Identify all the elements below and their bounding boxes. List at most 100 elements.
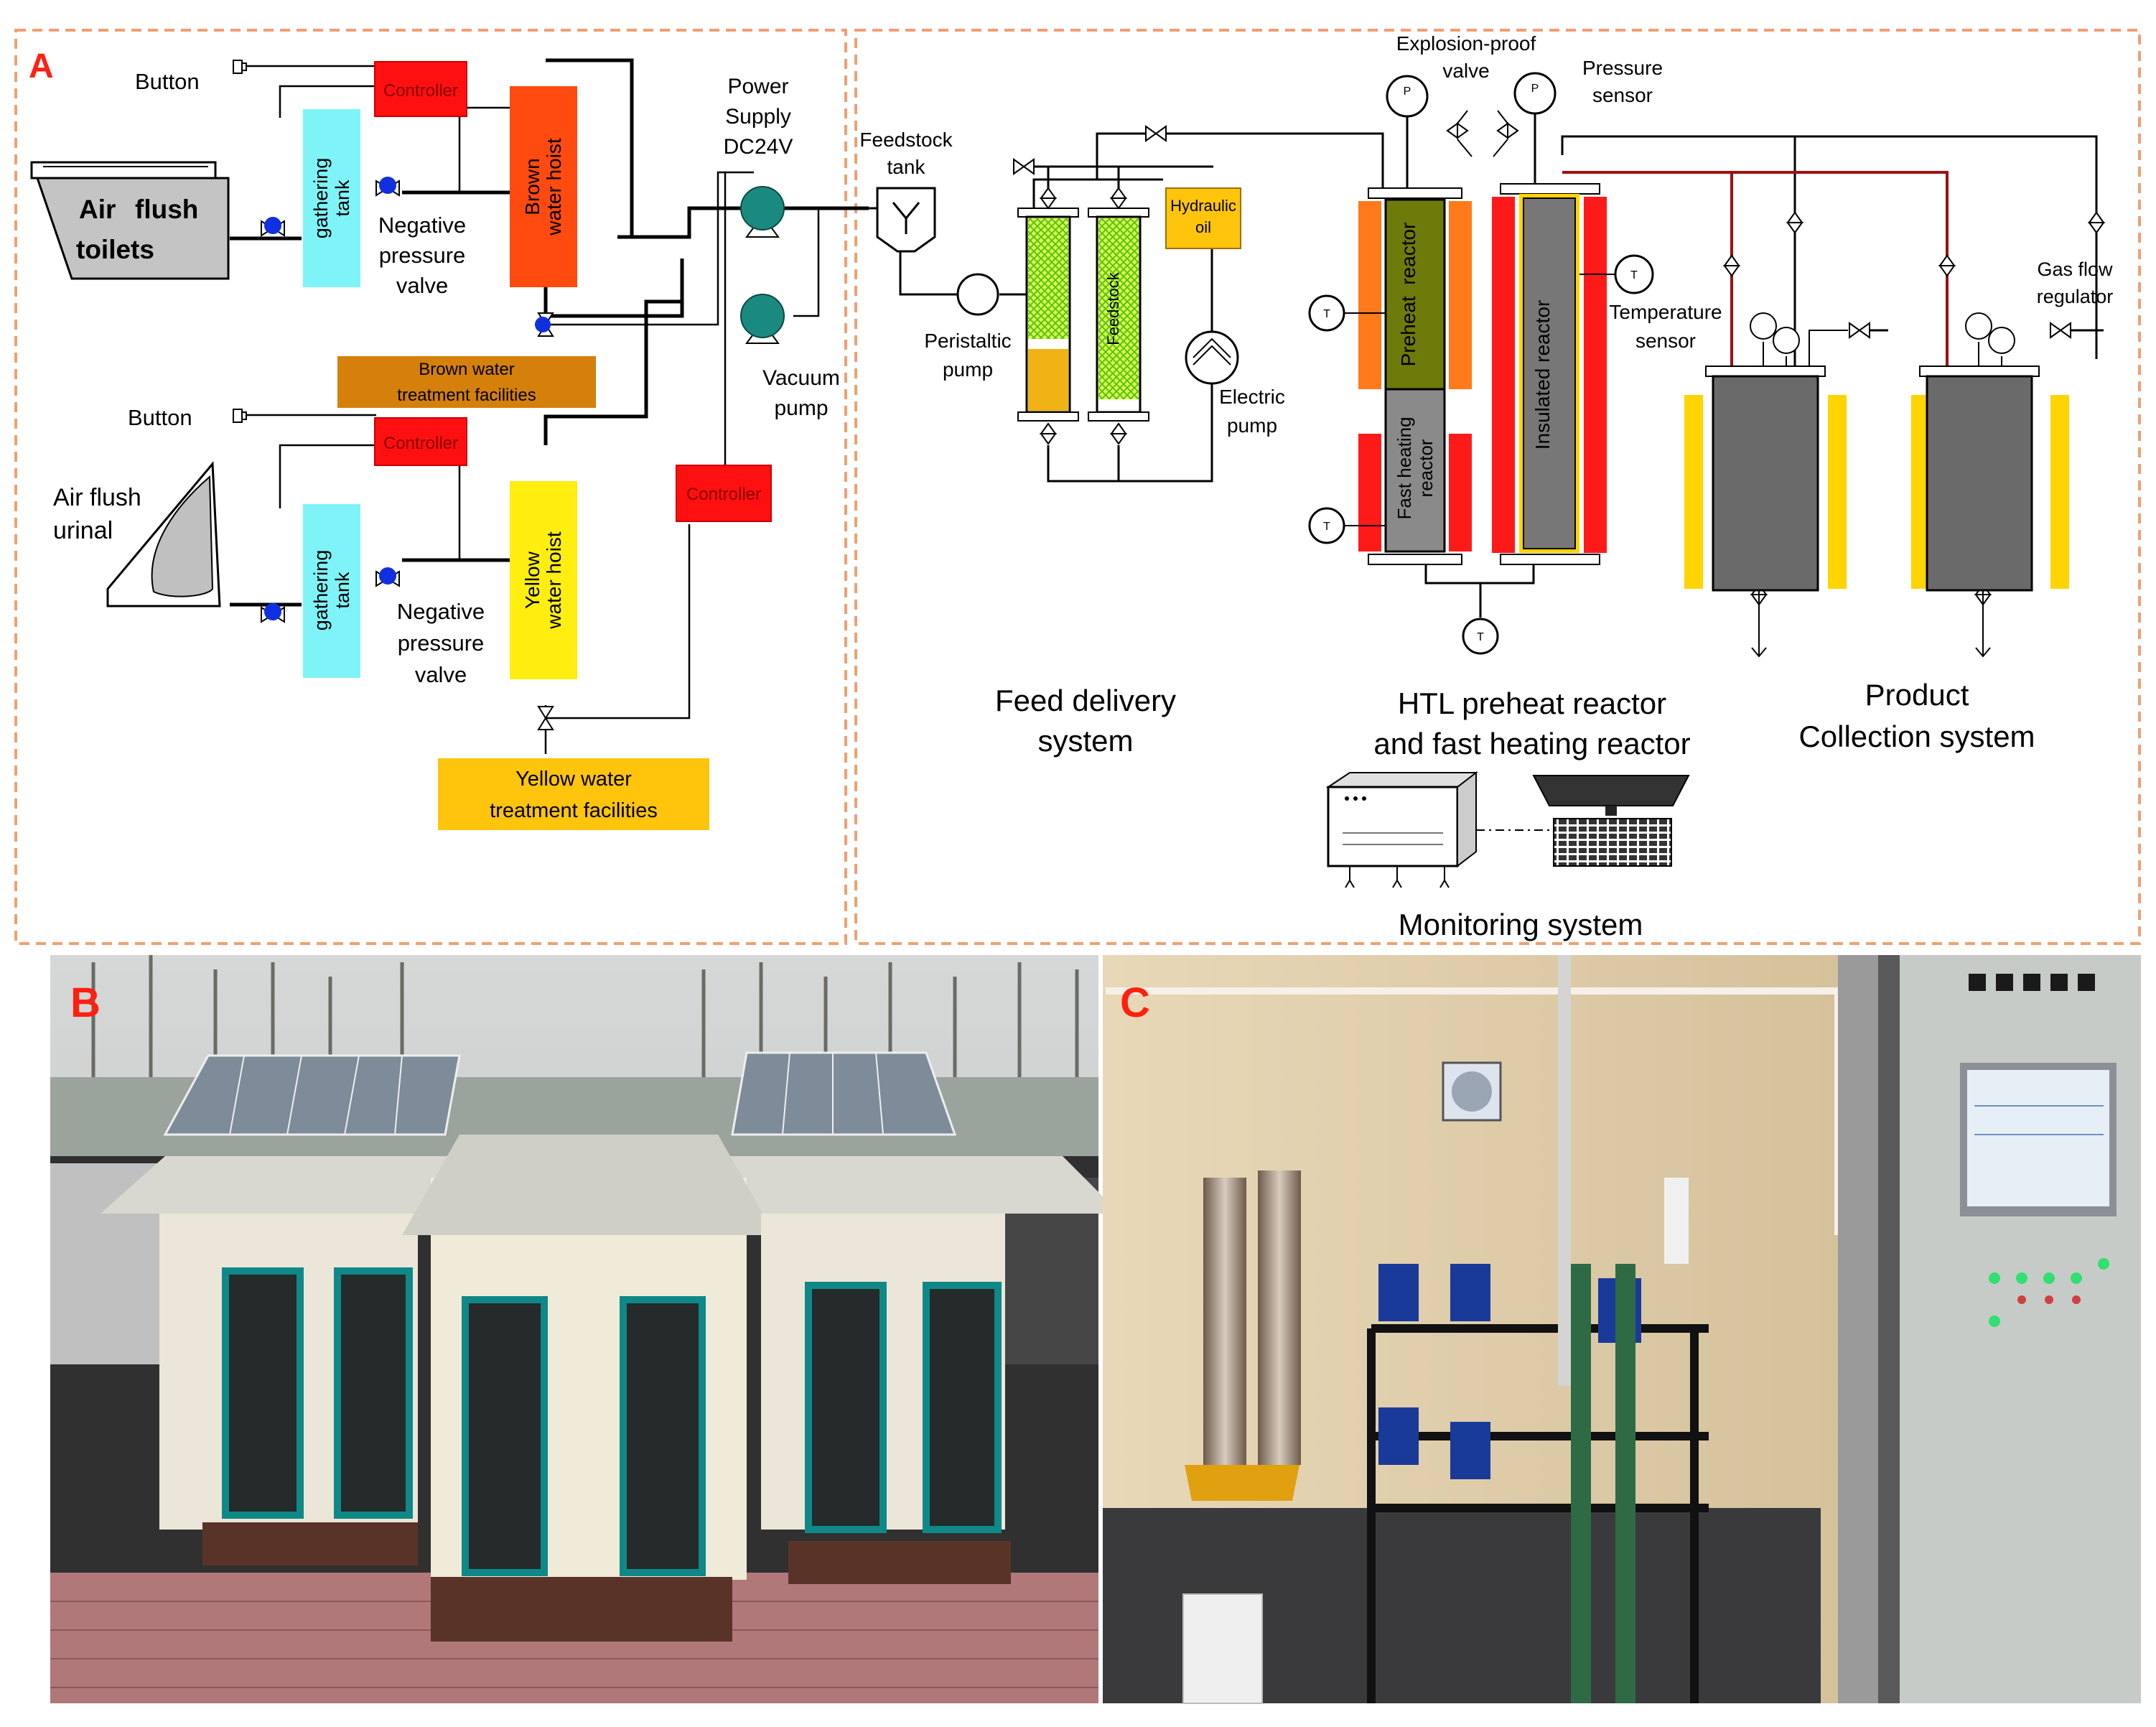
gathering-tank-1	[303, 109, 360, 287]
hydraulic-oil-box	[1165, 187, 1241, 249]
negative-valve-2-label-b: pressure	[398, 630, 485, 656]
toilet-label-1: Air	[79, 195, 116, 224]
temperature-gauge-3: T	[1579, 254, 1654, 294]
controller-label-1: Controller	[383, 81, 458, 101]
temperature-sensor-label-a: Temperature	[1609, 301, 1722, 323]
vacuum-pump-icon-2	[740, 294, 785, 344]
right-frame	[854, 29, 2141, 945]
vacuum-pump-label-b: pump	[774, 396, 828, 420]
pressure-sensor-label-a: Pressure	[1582, 57, 1663, 79]
temperature-sensor-label-b: sensor	[1635, 330, 1696, 352]
photo-b-toilets	[50, 955, 1120, 1703]
yellow-facilities-label-b: treatment facilities	[490, 799, 658, 822]
hydraulic-oil-label-b: oil	[1195, 218, 1211, 236]
feedstock-tank-label-b: tank	[887, 156, 926, 178]
htl-caption-b: and fast heating reactor	[1373, 727, 1690, 760]
yellow-water-hoist	[510, 481, 577, 679]
temperature-gauge-2-letter: T	[1323, 521, 1330, 533]
pressure-sensor-label-b: sensor	[1592, 84, 1653, 106]
peristaltic-pump-icon	[956, 273, 999, 316]
button-label-top: Button	[135, 69, 200, 94]
insulated-reactor-label: Insulated reactor	[1531, 300, 1554, 450]
brown-water-hoist	[510, 86, 577, 287]
negative-valve-1-label-c: valve	[396, 273, 448, 298]
temperature-gauge-2: T	[1308, 507, 1386, 544]
brown-hoist-label-b: water hoist	[543, 138, 565, 236]
collection-vessel-1	[1684, 312, 1848, 658]
controller-box-3	[676, 465, 772, 522]
yellow-hoist-valve-icon	[537, 706, 554, 730]
toilet-icon	[30, 161, 230, 280]
pressure-gauge-1: P	[1386, 75, 1429, 188]
left-frame	[14, 29, 847, 945]
pressure-gauge-2: P	[1513, 72, 1557, 188]
htl-caption-a: HTL preheat reactor	[1398, 686, 1666, 720]
controller-label-2: Controller	[383, 434, 458, 453]
fast-heating-label-a: Fast heating	[1394, 416, 1415, 519]
computer-icon	[1532, 775, 1690, 867]
electric-pump-label-a: Electric	[1219, 386, 1285, 408]
product-caption-a: Product	[1865, 678, 1969, 712]
explosion-valve-icons	[1446, 110, 1519, 157]
brown-facilities-label-a: Brown water	[419, 360, 514, 379]
button-icon-bottom	[233, 409, 247, 423]
feed-delivery-caption-b: system	[1037, 724, 1133, 758]
temperature-gauge-1-letter: T	[1323, 308, 1330, 320]
temperature-gauge-4-letter: T	[1477, 631, 1484, 643]
collection-vessel-2	[1911, 312, 2069, 658]
gas-flow-label-a: Gas flow	[2037, 259, 2113, 280]
panel-letter-b: B	[70, 979, 101, 1026]
vacuum-pump-icon-1	[740, 186, 785, 238]
gathering-tank-2-label-b: tank	[332, 572, 353, 609]
temperature-gauge-4: T	[1462, 618, 1499, 655]
electric-pump-label-b: pump	[1227, 414, 1277, 437]
brown-hoist-label-a: Brown	[521, 158, 543, 215]
power-supply-label-b: Supply	[725, 105, 791, 129]
pressure-gauge-2-letter: P	[1531, 83, 1539, 95]
yellow-hoist-label-a: Yellow	[521, 551, 543, 609]
urinal-icon	[106, 461, 221, 608]
panel-letter-a: A	[29, 47, 54, 85]
negative-valve-2-label-c: valve	[415, 662, 467, 687]
gas-flow-label-b: regulator	[2037, 286, 2114, 307]
toilet-label-2: flush	[135, 195, 198, 224]
monitoring-caption: Monitoring system	[1399, 908, 1643, 941]
negative-valve-icon-2	[375, 567, 400, 587]
product-caption-b: Collection system	[1798, 720, 2035, 753]
column-1	[1017, 208, 1079, 422]
toilet-label-3: toilets	[76, 235, 154, 264]
yellow-water-facilities	[438, 758, 709, 830]
power-supply-label-c: DC24V	[724, 135, 793, 159]
urinal-label-1: Air flush	[53, 484, 141, 511]
explosion-valve-label-a: Explosion-proof	[1396, 32, 1536, 55]
feed-delivery-caption-a: Feed delivery	[995, 684, 1176, 717]
peristaltic-pump-label-b: pump	[943, 358, 993, 381]
negative-valve-2-label-a: Negative	[397, 599, 485, 624]
urinal-label-2: urinal	[53, 517, 113, 544]
controller-label-3: Controller	[686, 485, 761, 504]
gathering-tank-2	[303, 504, 360, 678]
fast-heating-label-b: reactor	[1415, 439, 1437, 497]
vacuum-pump-label-a: Vacuum	[762, 366, 840, 390]
gathering-tank-1-label-a: gathering	[310, 158, 332, 239]
feedstock-tank-label-a: Feedstock	[859, 129, 953, 151]
photo-c-lab	[1103, 955, 2141, 1704]
negative-valve-1-label-a: Negative	[378, 213, 466, 238]
peristaltic-pump-label-a: Peristaltic	[924, 330, 1011, 352]
data-logger-icon	[1325, 771, 1478, 888]
hydraulic-oil-label-a: Hydraulic	[1170, 197, 1236, 215]
gathering-tank-2-label-a: gathering	[310, 550, 332, 631]
toilet-valve-icon	[261, 217, 285, 237]
controller-box-2	[374, 417, 467, 466]
insulated-reactor-assembly	[1492, 183, 1607, 565]
column-2-feedstock	[1088, 208, 1149, 422]
brown-hoist-valve-icon	[535, 312, 554, 337]
brown-facilities-label-b: treatment facilities	[397, 386, 536, 405]
panel-letter-c: C	[1120, 979, 1150, 1026]
small-valve-icons	[1013, 125, 2105, 606]
preheat-reactor-label: Preheat reactor	[1397, 223, 1419, 367]
pressure-gauge-1-letter: P	[1404, 85, 1411, 98]
gathering-tank-1-label-b: tank	[332, 180, 353, 217]
negative-valve-icon-1	[375, 177, 400, 197]
